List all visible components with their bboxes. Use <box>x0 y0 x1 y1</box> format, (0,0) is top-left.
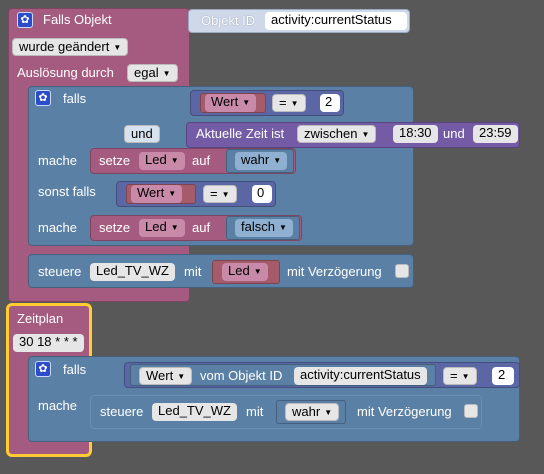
schedule-if-label: falls <box>63 362 87 377</box>
value-dropdown-1[interactable]: Led▼ <box>222 263 268 281</box>
control-label-1: steuere <box>38 264 82 279</box>
caret-down-icon: ▼ <box>461 372 470 381</box>
to-label-2: auf <box>192 220 211 235</box>
operator: = <box>279 95 287 110</box>
var-dropdown-1[interactable]: Wert▼ <box>205 94 257 112</box>
time-from-field[interactable]: 18:30 <box>393 125 438 143</box>
do-label-2: mache <box>38 220 78 235</box>
bool-dropdown-1[interactable]: wahr▼ <box>235 152 288 170</box>
var-name: Wert <box>211 94 239 109</box>
condition-dropdown[interactable]: wurde geändert▼ <box>12 38 129 56</box>
with-label-1: mit <box>184 264 202 279</box>
time-mode-dropdown[interactable]: zwischen▼ <box>297 125 377 143</box>
schedule-do-label: mache <box>38 398 78 413</box>
caret-down-icon: ▼ <box>168 189 177 198</box>
delay-label-1: mit Verzögerung <box>287 264 382 279</box>
bool-dropdown-2[interactable]: falsch▼ <box>235 219 293 237</box>
if-label: falls <box>63 91 87 106</box>
value: Led <box>228 263 250 278</box>
time-label: Aktuelle Zeit ist <box>196 126 285 141</box>
set-label-2: setze <box>99 220 131 235</box>
schedule-bool-dropdown[interactable]: wahr▼ <box>285 403 340 421</box>
set-var-dropdown-2[interactable]: Led▼ <box>139 219 185 237</box>
schedule-if-gear-icon[interactable]: ✿ <box>35 361 51 377</box>
caret-down-icon: ▼ <box>170 223 179 232</box>
bool-value: wahr <box>292 404 321 419</box>
caret-down-icon: ▼ <box>113 43 122 52</box>
caret-down-icon: ▼ <box>162 69 171 78</box>
schedule-control-label: steuere <box>100 404 144 419</box>
caret-down-icon: ▼ <box>253 267 262 276</box>
caret-down-icon: ▼ <box>242 98 251 107</box>
schedule-control-target[interactable]: Led_TV_WZ <box>152 403 237 421</box>
bool-value: wahr <box>241 152 270 167</box>
operator-dropdown-2[interactable]: =▼ <box>203 185 237 203</box>
set-var: Led <box>145 152 167 167</box>
object-id-field[interactable]: activity:currentStatus <box>265 12 407 30</box>
and-dropdown[interactable]: und <box>124 125 160 143</box>
caret-down-icon: ▼ <box>273 156 282 165</box>
caret-down-icon: ▼ <box>170 156 179 165</box>
trigger-value: egal <box>134 65 159 80</box>
caret-down-icon: ▼ <box>361 130 370 139</box>
caret-down-icon: ▼ <box>278 223 287 232</box>
var-name: Wert <box>137 185 165 200</box>
trigger-dropdown[interactable]: egal▼ <box>127 64 178 82</box>
to-label-1: auf <box>192 153 211 168</box>
schedule-object-id-field[interactable]: activity:currentStatus <box>294 367 427 385</box>
and-label: und <box>131 126 153 141</box>
operator-dropdown-1[interactable]: =▼ <box>272 94 306 112</box>
schedule-delay-label: mit Verzögerung <box>357 404 452 419</box>
trigger-label: Auslösung durch <box>17 65 114 80</box>
number-field-2[interactable]: 0 <box>252 185 272 203</box>
var-name: Wert <box>146 368 174 383</box>
operator: = <box>210 186 218 201</box>
bool-value: falsch <box>241 219 275 234</box>
set-var: Led <box>145 219 167 234</box>
caret-down-icon: ▼ <box>290 99 299 108</box>
elseif-label: sonst falls <box>38 184 96 199</box>
caret-down-icon: ▼ <box>324 408 333 417</box>
if-gear-icon[interactable]: ✿ <box>35 90 51 106</box>
number-field-1[interactable]: 2 <box>320 94 340 112</box>
schedule-var-dropdown[interactable]: Wert▼ <box>139 367 193 385</box>
time-and-label: und <box>443 126 465 141</box>
control-target-1[interactable]: Led_TV_WZ <box>90 263 175 281</box>
var-dropdown-2[interactable]: Wert▼ <box>131 185 183 203</box>
do-label-1: mache <box>38 153 78 168</box>
settings-gear-icon[interactable]: ✿ <box>17 12 33 28</box>
set-label-1: setze <box>99 153 131 168</box>
of-object-label: vom Objekt ID <box>200 368 283 383</box>
time-to-field[interactable]: 23:59 <box>473 125 518 143</box>
object-id-label: Objekt ID <box>201 13 256 28</box>
cron-field[interactable]: 30 18 * * * <box>13 334 84 352</box>
operator: = <box>450 368 458 383</box>
condition-value: wurde geändert <box>19 39 110 54</box>
schedule-number-field[interactable]: 2 <box>492 367 514 385</box>
trigger-title: Falls Objekt <box>43 12 112 27</box>
set-var-dropdown-1[interactable]: Led▼ <box>139 152 185 170</box>
time-mode: zwischen <box>304 126 358 141</box>
schedule-operator-dropdown[interactable]: =▼ <box>443 367 477 385</box>
caret-down-icon: ▼ <box>221 190 230 199</box>
schedule-with-label: mit <box>246 404 264 419</box>
schedule-delay-checkbox[interactable] <box>464 404 478 418</box>
caret-down-icon: ▼ <box>177 372 186 381</box>
schedule-title: Zeitplan <box>17 311 64 326</box>
delay-checkbox-1[interactable] <box>395 264 409 278</box>
